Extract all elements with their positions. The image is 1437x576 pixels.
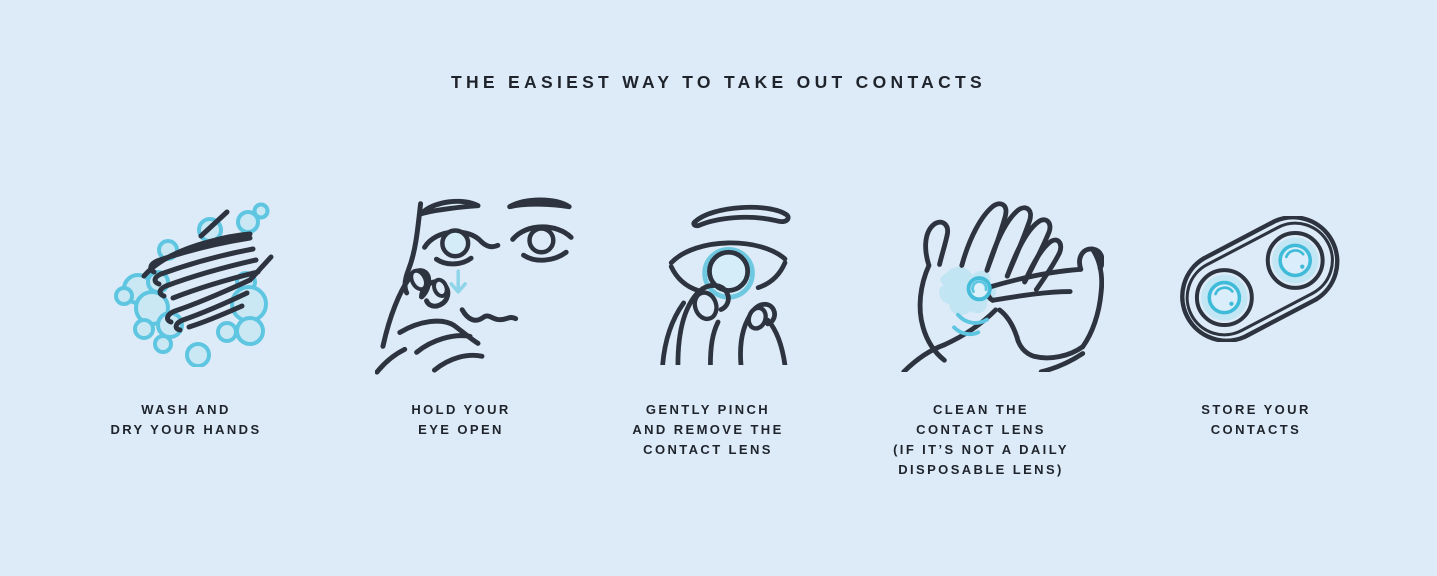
page-title: THE EASIEST WAY TO TAKE OUT CONTACTS [451, 72, 986, 92]
step-hold-eye-open: HOLD YOUR EYE OPEN [311, 158, 611, 440]
step-store-contacts: STORE YOUR CONTACTS [1106, 158, 1406, 440]
step-caption: STORE YOUR CONTACTS [1201, 402, 1311, 437]
step-caption: WASH AND DRY YOUR HANDS [110, 402, 262, 437]
step-pinch-remove-lens: GENTLY PINCH AND REMOVE THE CONTACT LENS [558, 158, 858, 460]
wash-hands-icon [100, 158, 300, 400]
step-caption: CLEAN THE CONTACT LENS (IF IT’S NOT A DA… [893, 402, 1069, 477]
step-caption: HOLD YOUR EYE OPEN [411, 402, 511, 437]
store-contacts-icon [1173, 158, 1343, 400]
step-clean-lens: CLEAN THE CONTACT LENS (IF IT’S NOT A DA… [831, 158, 1131, 480]
hold-eye-open-icon [375, 158, 585, 400]
step-caption: GENTLY PINCH AND REMOVE THE CONTACT LENS [632, 402, 784, 457]
pinch-remove-lens-icon [651, 158, 809, 400]
clean-contact-lens-icon [896, 158, 1104, 400]
step-wash-hands: WASH AND DRY YOUR HANDS [36, 158, 336, 440]
